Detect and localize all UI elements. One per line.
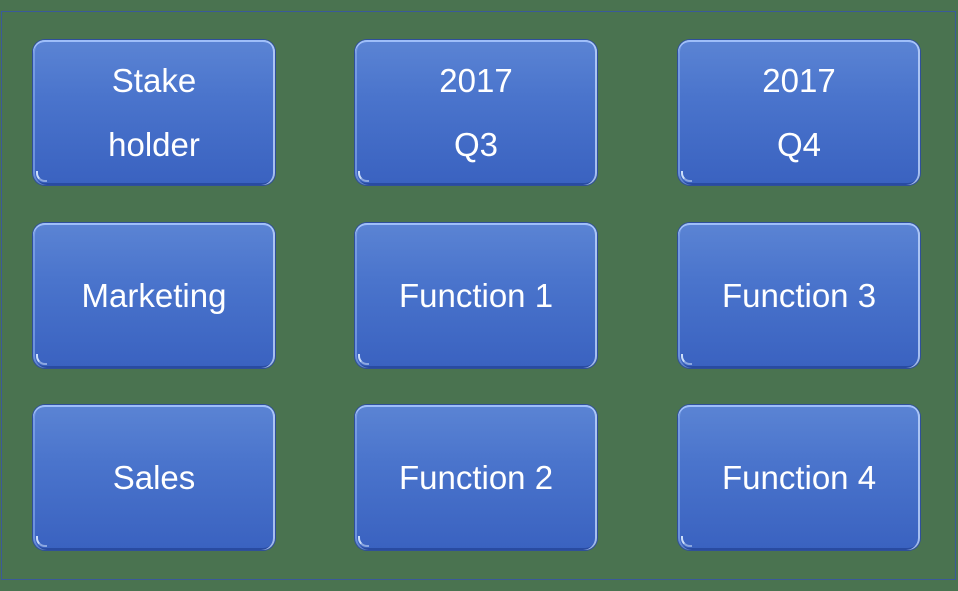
header-2017-q4: 2017 Q4	[678, 40, 920, 185]
box-label: Function 4	[721, 458, 877, 496]
box-label: Function 3	[721, 276, 877, 314]
box-label-line: Q4	[776, 125, 822, 163]
function-2-box: Function 2	[355, 405, 597, 550]
box-label-line: Stake	[111, 61, 197, 99]
function-1-box: Function 1	[355, 223, 597, 368]
box-label: Marketing	[81, 276, 227, 314]
box-label: Function 1	[398, 276, 554, 314]
box-label-line: Q3	[453, 125, 499, 163]
function-4-box: Function 4	[678, 405, 920, 550]
stakeholder-sales: Sales	[33, 405, 275, 550]
box-label-line: holder	[108, 125, 200, 163]
box-label-line: 2017	[439, 61, 513, 99]
function-3-box: Function 3	[678, 223, 920, 368]
header-stakeholder: Stake holder	[33, 40, 275, 185]
diagram-frame	[1, 11, 956, 580]
header-2017-q3: 2017 Q3	[355, 40, 597, 185]
box-label: Function 2	[398, 458, 554, 496]
box-label-line: 2017	[762, 61, 836, 99]
box-label: Sales	[112, 458, 196, 496]
stakeholder-marketing: Marketing	[33, 223, 275, 368]
